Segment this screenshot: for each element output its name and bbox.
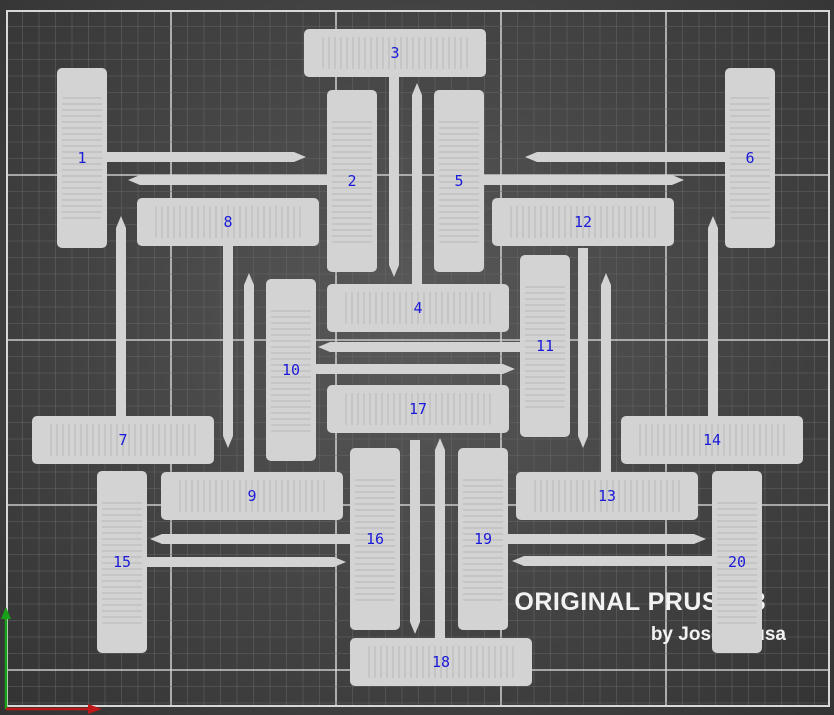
embossed-text-texture bbox=[332, 119, 372, 243]
arrow-shape bbox=[601, 273, 611, 478]
part-16[interactable]: 16 bbox=[350, 448, 400, 630]
arrow-shape bbox=[128, 175, 330, 185]
embossed-text-texture bbox=[155, 205, 301, 239]
part-6[interactable]: 6 bbox=[725, 68, 775, 248]
part-19[interactable]: 19 bbox=[458, 448, 508, 630]
part-number-label: 8 bbox=[223, 213, 233, 231]
part-1[interactable]: 1 bbox=[57, 68, 107, 248]
part-10[interactable]: 10 bbox=[266, 279, 316, 461]
embossed-text-texture bbox=[463, 477, 503, 601]
part-number-label: 6 bbox=[745, 149, 755, 167]
part-number-label: 20 bbox=[727, 553, 747, 571]
part-number-label: 2 bbox=[347, 172, 357, 190]
arrow-shape bbox=[500, 534, 706, 544]
part-17[interactable]: 17 bbox=[327, 385, 509, 433]
part-number-label: 16 bbox=[365, 530, 385, 548]
arrow-shape bbox=[389, 72, 399, 277]
part-7[interactable]: 7 bbox=[32, 416, 214, 464]
part-3[interactable]: 3 bbox=[304, 29, 486, 77]
part-11[interactable]: 11 bbox=[520, 255, 570, 437]
part-15[interactable]: 15 bbox=[97, 471, 147, 653]
embossed-text-texture bbox=[717, 500, 757, 624]
embossed-text-texture bbox=[345, 392, 491, 426]
embossed-text-texture bbox=[510, 205, 656, 239]
arrow-shape bbox=[100, 152, 306, 162]
arrow-shape bbox=[480, 175, 684, 185]
part-12[interactable]: 12 bbox=[492, 198, 674, 246]
embossed-text-texture bbox=[639, 423, 785, 457]
arrow-shape bbox=[116, 216, 126, 420]
part-number-label: 5 bbox=[454, 172, 464, 190]
part-number-label: 19 bbox=[473, 530, 493, 548]
part-number-label: 7 bbox=[118, 431, 128, 449]
arrow-shape bbox=[150, 534, 355, 544]
embossed-text-texture bbox=[534, 479, 680, 513]
part-5[interactable]: 5 bbox=[434, 90, 484, 272]
embossed-text-texture bbox=[50, 423, 196, 457]
arrow-shape bbox=[140, 557, 346, 567]
embossed-text-texture bbox=[62, 96, 102, 220]
part-number-label: 10 bbox=[281, 361, 301, 379]
arrow-shape bbox=[708, 216, 718, 420]
arrow-shape bbox=[310, 364, 515, 374]
arrow-shape bbox=[223, 240, 233, 448]
part-number-label: 15 bbox=[112, 553, 132, 571]
arrow-shape bbox=[578, 248, 588, 448]
part-number-label: 18 bbox=[431, 653, 451, 671]
part-number-label: 9 bbox=[247, 487, 257, 505]
part-number-label: 4 bbox=[413, 299, 423, 317]
arrow-shape bbox=[410, 440, 420, 634]
part-number-label: 13 bbox=[597, 487, 617, 505]
embossed-text-texture bbox=[730, 96, 770, 220]
part-14[interactable]: 14 bbox=[621, 416, 803, 464]
part-2[interactable]: 2 bbox=[327, 90, 377, 272]
arrow-shape bbox=[318, 342, 525, 352]
axis-gizmo bbox=[1, 607, 102, 714]
arrow-shape bbox=[244, 273, 254, 478]
part-number-label: 12 bbox=[573, 213, 593, 231]
embossed-text-texture bbox=[525, 284, 565, 408]
embossed-text-texture bbox=[322, 36, 468, 70]
embossed-text-texture bbox=[368, 645, 514, 679]
part-20[interactable]: 20 bbox=[712, 471, 762, 653]
part-13[interactable]: 13 bbox=[516, 472, 698, 520]
embossed-text-texture bbox=[439, 119, 479, 243]
arrow-shape bbox=[412, 83, 422, 285]
arrow-shape bbox=[435, 438, 445, 640]
embossed-text-texture bbox=[271, 308, 311, 432]
part-number-label: 1 bbox=[77, 149, 87, 167]
part-8[interactable]: 8 bbox=[137, 198, 319, 246]
embossed-text-texture bbox=[102, 500, 142, 624]
part-number-label: 3 bbox=[390, 44, 400, 62]
embossed-text-texture bbox=[179, 479, 325, 513]
part-number-label: 17 bbox=[408, 400, 428, 418]
embossed-text-texture bbox=[345, 291, 491, 325]
arrow-shape bbox=[525, 152, 730, 162]
arrow-shape bbox=[512, 556, 720, 566]
part-9[interactable]: 9 bbox=[161, 472, 343, 520]
part-number-label: 11 bbox=[535, 337, 555, 355]
part-number-label: 14 bbox=[702, 431, 722, 449]
embossed-text-texture bbox=[355, 477, 395, 601]
part-4[interactable]: 4 bbox=[327, 284, 509, 332]
part-18[interactable]: 18 bbox=[350, 638, 532, 686]
